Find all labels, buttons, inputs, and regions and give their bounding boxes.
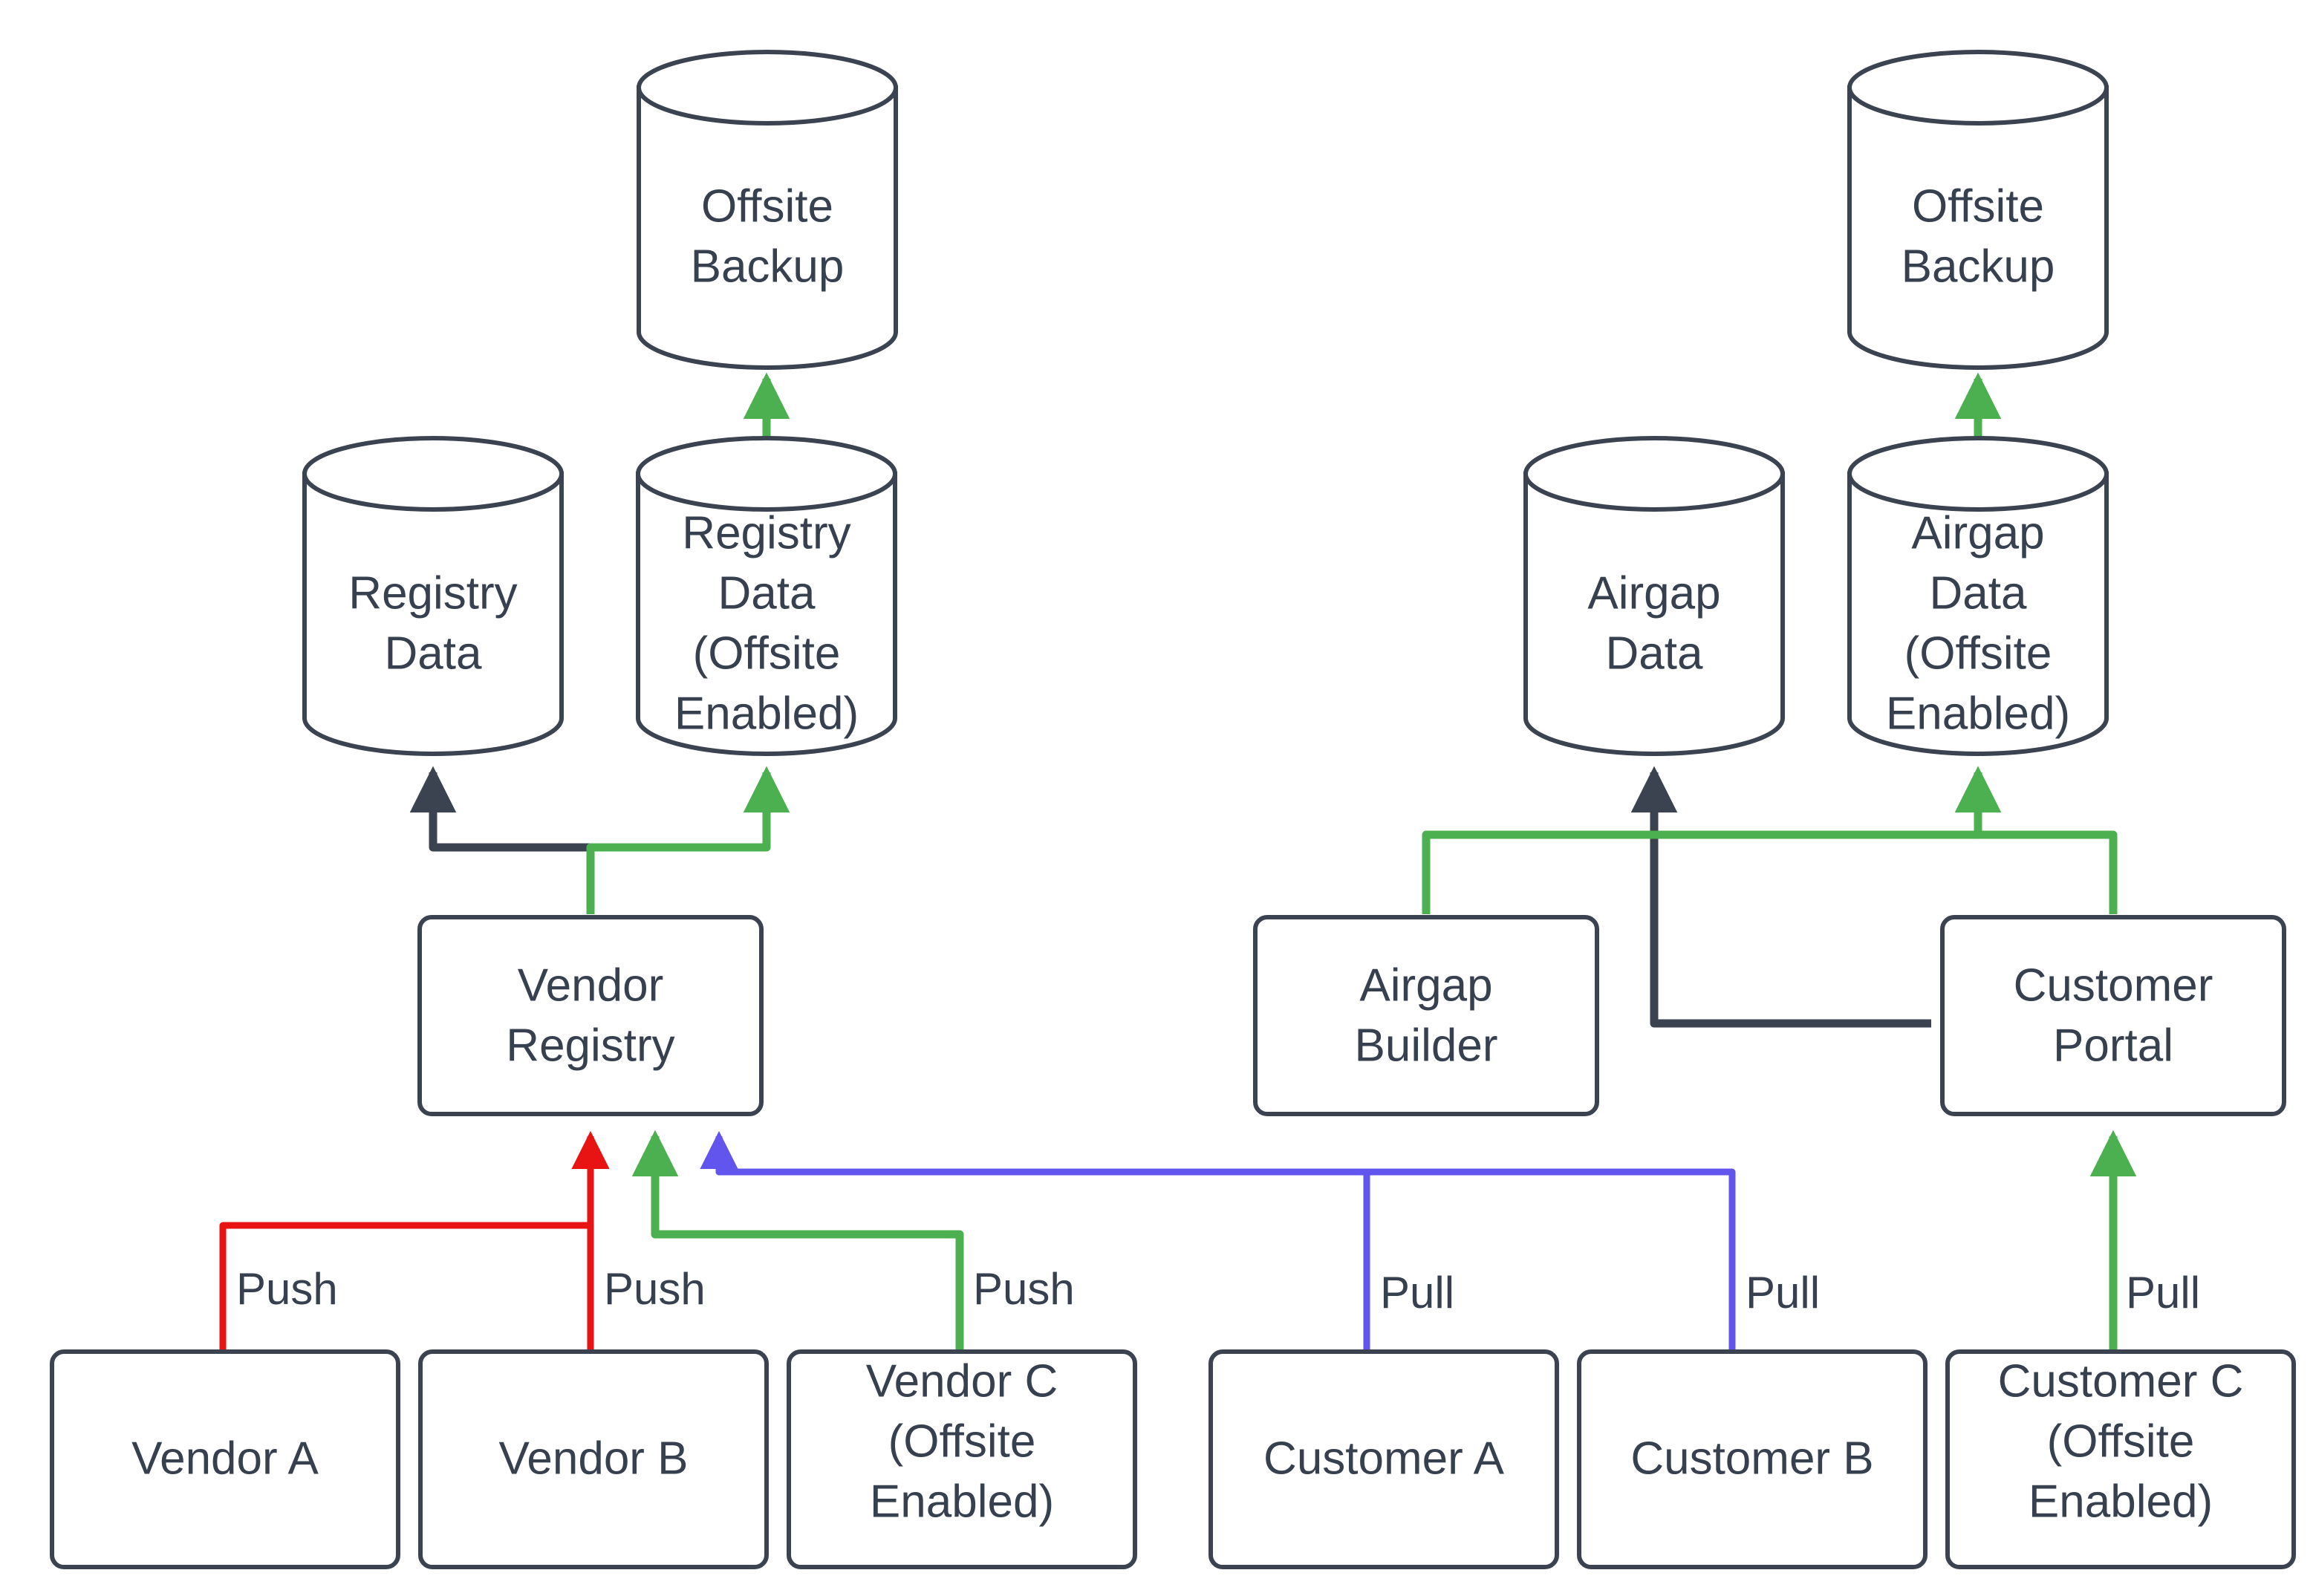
airgap-data-offsite-label-3: (Offsite — [1904, 628, 2052, 679]
airgap-data-label-1: Airgap — [1587, 567, 1720, 619]
customer-c-label-1: Customer C — [1998, 1355, 2244, 1407]
edge-vendor-c-push — [631, 1130, 964, 1352]
node-customer-b[interactable]: Customer B — [1577, 1349, 1928, 1569]
customer-c-label-2: (Offsite — [2047, 1416, 2195, 1467]
registry-data-label-2: Data — [385, 628, 482, 679]
registry-data-offsite-label-3: (Offsite — [693, 628, 841, 679]
node-customer-a[interactable]: Customer A — [1208, 1349, 1559, 1569]
node-customer-portal[interactable]: Customer Portal — [1940, 915, 2286, 1116]
edge-vendor-registry-to-registry-data — [409, 766, 595, 914]
edge-customer-portal-to-airgap-data-offsite — [1954, 766, 2118, 914]
customer-portal-label-1: Customer — [2014, 960, 2213, 1011]
vendor-registry-label-1: Vendor — [518, 960, 664, 1011]
edge-label-vendor-b-push: Push — [604, 1264, 706, 1314]
node-customer-c[interactable]: Customer C (Offsite Enabled) — [1945, 1349, 2296, 1569]
customer-c-label-3: Enabled) — [2029, 1476, 2213, 1527]
edge-vendor-registry-to-registry-data-offsite — [586, 766, 790, 914]
vendor-c-label-2: (Offsite — [888, 1416, 1036, 1467]
edge-label-customer-c-pull: Pull — [2126, 1268, 2200, 1317]
airgap-data-offsite-label-2: Data — [1930, 567, 2027, 619]
edge-airgap-builder-to-airgap-data-offsite — [1422, 766, 2002, 914]
vendor-b-label: Vendor B — [498, 1433, 688, 1484]
customer-a-label: Customer A — [1263, 1433, 1505, 1484]
offsite-backup-right-label-1: Offsite — [1912, 180, 2044, 232]
edge-label-vendor-c-push: Push — [973, 1264, 1075, 1314]
vendor-c-label-1: Vendor C — [866, 1355, 1058, 1407]
edge-label-customer-b-pull: Pull — [1746, 1268, 1820, 1317]
node-offsite-backup-right[interactable]: Offsite Backup — [1847, 50, 2109, 370]
offsite-backup-left-label-2: Backup — [691, 241, 845, 292]
edge-label-customer-a-pull: Pull — [1380, 1268, 1454, 1317]
node-vendor-c[interactable]: Vendor C (Offsite Enabled) — [787, 1349, 1137, 1569]
offsite-backup-left-label-1: Offsite — [701, 180, 833, 232]
node-airgap-data-offsite[interactable]: Airgap Data (Offsite Enabled) — [1847, 436, 2109, 756]
vendor-c-label-3: Enabled) — [870, 1476, 1054, 1527]
airgap-builder-label-1: Airgap — [1359, 960, 1492, 1011]
vendor-registry-label-2: Registry — [506, 1020, 674, 1071]
edge-label-vendor-a-push: Push — [236, 1264, 338, 1314]
node-registry-data[interactable]: Registry Data — [302, 436, 564, 756]
edge-customer-portal-to-airgap-data — [1630, 766, 1931, 1028]
node-registry-data-offsite[interactable]: Registry Data (Offsite Enabled) — [636, 436, 897, 756]
airgap-data-offsite-label-1: Airgap — [1911, 507, 2044, 558]
node-airgap-builder[interactable]: Airgap Builder — [1253, 915, 1599, 1116]
edge-vendor-a-push — [219, 1131, 610, 1352]
node-airgap-data[interactable]: Airgap Data — [1523, 436, 1785, 756]
node-offsite-backup-left[interactable]: Offsite Backup — [637, 50, 898, 370]
airgap-data-offsite-label-4: Enabled) — [1886, 688, 2070, 739]
customer-portal-label-2: Portal — [2053, 1020, 2173, 1071]
airgap-data-label-2: Data — [1606, 628, 1703, 679]
node-vendor-b[interactable]: Vendor B — [418, 1349, 769, 1569]
node-vendor-a[interactable]: Vendor A — [50, 1349, 400, 1569]
registry-data-offsite-label-4: Enabled) — [674, 688, 859, 739]
airgap-builder-label-2: Builder — [1355, 1020, 1498, 1071]
registry-data-offsite-label-1: Registry — [682, 507, 850, 558]
vendor-a-label: Vendor A — [131, 1433, 319, 1484]
registry-data-label-1: Registry — [348, 567, 517, 619]
edge-customer-b-pull — [700, 1131, 1736, 1352]
node-vendor-registry[interactable]: Vendor Registry — [417, 915, 764, 1116]
customer-b-label: Customer B — [1630, 1433, 1873, 1484]
registry-data-offsite-label-2: Data — [718, 567, 816, 619]
offsite-backup-right-label-2: Backup — [1902, 241, 2055, 292]
